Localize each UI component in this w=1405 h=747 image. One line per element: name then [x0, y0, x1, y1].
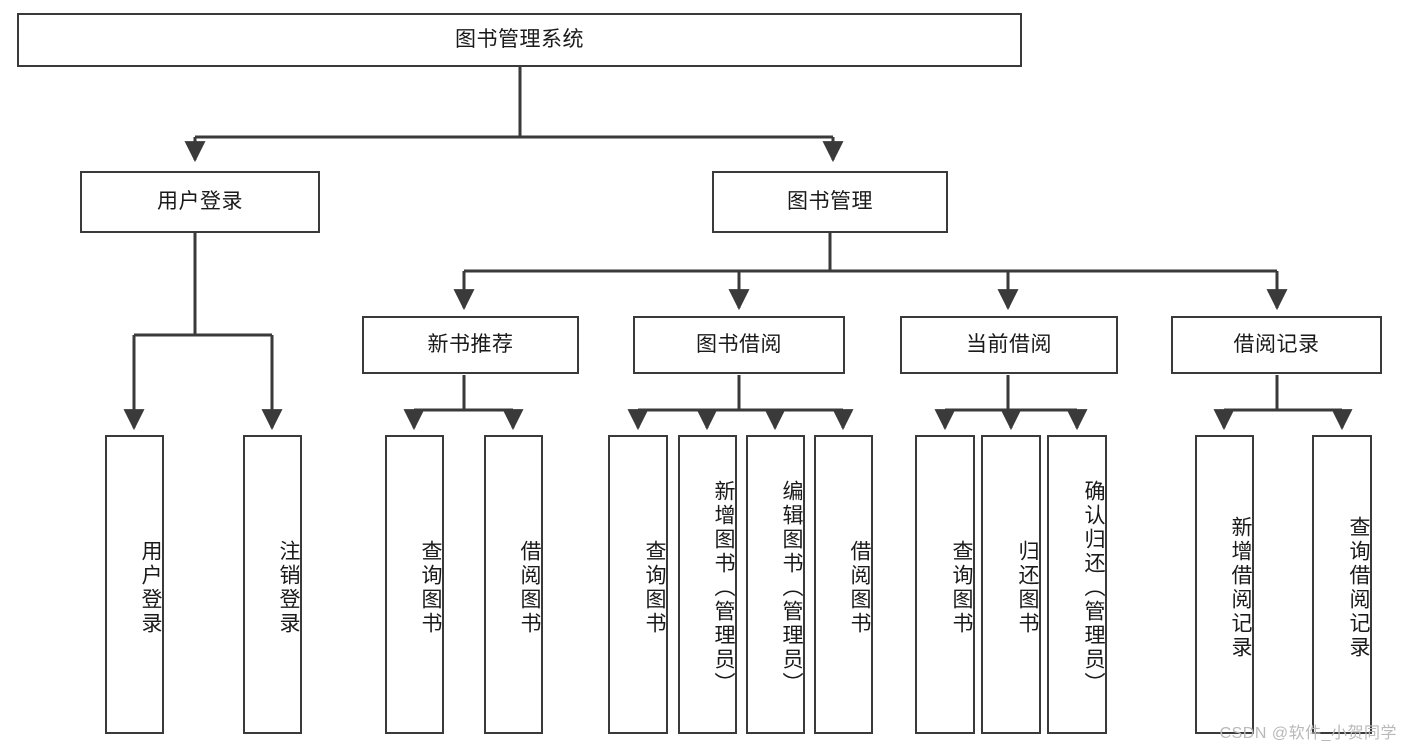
node-leaf-borrow-book-1-label: 借阅图书	[518, 539, 541, 636]
node-leaf-return-book-label: 归还图书	[1016, 539, 1039, 636]
node-leaf-add-book[interactable]: 新增图书（管理员）	[678, 435, 737, 734]
node-leaf-query-book-2-label: 查询图书	[643, 539, 666, 636]
node-leaf-query-book-1[interactable]: 查询图书	[385, 435, 444, 734]
node-leaf-borrow-book-1[interactable]: 借阅图书	[484, 435, 543, 734]
node-leaf-query-book-3-label: 查询图书	[950, 539, 973, 636]
node-leaf-logout[interactable]: 注销登录	[243, 435, 302, 734]
node-book-borrow[interactable]: 图书借阅	[633, 316, 845, 374]
node-leaf-query-book-1-label: 查询图书	[419, 539, 442, 636]
node-book-manage-label: 图书管理	[787, 189, 873, 213]
node-borrow-record-label: 借阅记录	[1233, 332, 1320, 356]
node-user-login-label: 用户登录	[157, 189, 243, 213]
node-root[interactable]: 图书管理系统	[17, 13, 1022, 67]
node-leaf-confirm-return[interactable]: 确认归还（管理员）	[1047, 435, 1107, 734]
node-new-book-rec-label: 新书推荐	[427, 332, 514, 356]
node-current-borrow[interactable]: 当前借阅	[900, 316, 1118, 374]
node-leaf-confirm-return-label: 确认归还（管理员）	[1082, 479, 1105, 696]
node-book-borrow-label: 图书借阅	[696, 332, 782, 356]
watermark-text: CSDN @软件_小贺同学	[1219, 725, 1397, 742]
node-borrow-record[interactable]: 借阅记录	[1171, 316, 1382, 374]
node-leaf-edit-book[interactable]: 编辑图书（管理员）	[746, 435, 805, 734]
node-leaf-user-login[interactable]: 用户登录	[105, 435, 164, 734]
node-leaf-user-login-label: 用户登录	[139, 539, 162, 636]
node-leaf-query-book-2[interactable]: 查询图书	[608, 435, 668, 734]
node-leaf-return-book[interactable]: 归还图书	[981, 435, 1041, 734]
node-leaf-add-record-label: 新增借阅记录	[1229, 515, 1252, 660]
node-leaf-borrow-book-2-label: 借阅图书	[848, 539, 871, 636]
node-leaf-query-record-label: 查询借阅记录	[1347, 515, 1370, 660]
node-leaf-query-record[interactable]: 查询借阅记录	[1312, 435, 1372, 734]
node-user-login[interactable]: 用户登录	[80, 171, 320, 233]
node-leaf-logout-label: 注销登录	[277, 539, 300, 636]
node-root-label: 图书管理系统	[455, 27, 584, 51]
node-current-borrow-label: 当前借阅	[966, 332, 1052, 356]
node-new-book-rec[interactable]: 新书推荐	[362, 316, 579, 374]
node-leaf-edit-book-label: 编辑图书（管理员）	[780, 479, 803, 696]
node-leaf-add-book-label: 新增图书（管理员）	[712, 479, 735, 696]
node-leaf-query-book-3[interactable]: 查询图书	[915, 435, 975, 734]
node-leaf-borrow-book-2[interactable]: 借阅图书	[814, 435, 873, 734]
node-leaf-add-record[interactable]: 新增借阅记录	[1195, 435, 1254, 734]
node-book-manage[interactable]: 图书管理	[712, 171, 948, 233]
